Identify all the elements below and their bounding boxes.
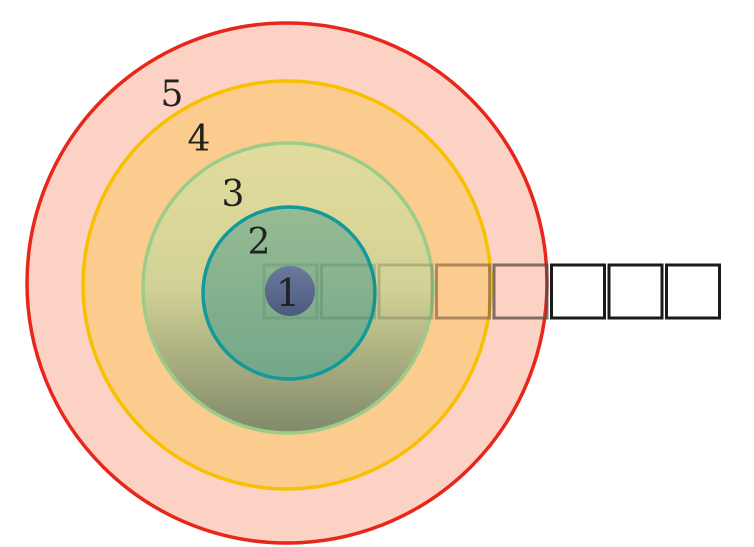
- square-cell: [262, 263, 319, 320]
- square-cell: [492, 263, 549, 320]
- square-cell: [435, 263, 491, 320]
- ring-label-4: 4: [188, 119, 211, 160]
- square-cell: [320, 263, 376, 320]
- square-cell: [550, 263, 606, 320]
- square-cell: [665, 263, 721, 320]
- ring-label-5: 5: [161, 74, 184, 115]
- square-cell: [607, 263, 664, 320]
- ring-label-1: 1: [276, 271, 300, 315]
- ring-label-2: 2: [248, 222, 271, 263]
- square-cell: [377, 263, 434, 320]
- ring-1: [265, 266, 315, 316]
- ring-label-3: 3: [222, 174, 245, 215]
